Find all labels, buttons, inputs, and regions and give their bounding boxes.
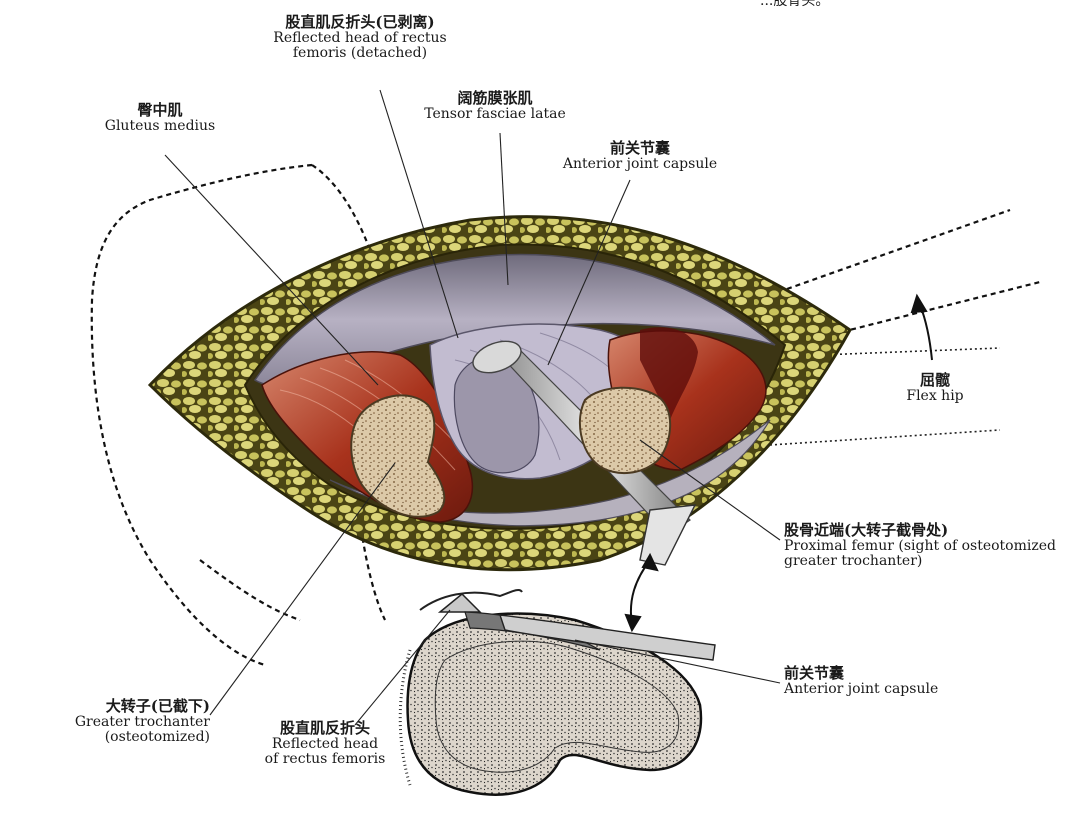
label-zh: 前关节囊 <box>784 664 845 682</box>
label-proximal-femur: 股骨近端(大转子截骨处) Proximal femur (sight of os… <box>784 522 1056 570</box>
label-en-1: Flex hip <box>906 387 964 404</box>
leader-tensor-fasciae <box>499 132 509 286</box>
label-en-1: Anterior joint capsule <box>562 155 718 172</box>
label-zh: 股直肌反折头(已剥离) <box>285 13 435 31</box>
label-en-1: Reflected head of rectus <box>273 29 447 46</box>
acetabulum-rim <box>419 588 523 611</box>
double-arrow <box>624 552 659 633</box>
leader-greater-trochanter <box>209 462 396 716</box>
label-en-2: of rectus femoris <box>264 751 386 768</box>
reflected-head-wedge <box>437 592 482 613</box>
label-en-2: greater trochanter) <box>784 553 923 570</box>
label-anterior-capsule-bottom: 前关节囊 Anterior joint capsule <box>784 665 938 697</box>
thigh-dotted-line-1 <box>819 347 1001 356</box>
label-zh: 屈髋 <box>919 371 950 389</box>
leader-anterior-capsule-top <box>547 179 631 366</box>
greater-trochanter-bone-section <box>350 394 446 518</box>
cross-section-inner <box>434 640 680 773</box>
label-greater-trochanter: 大转子(已截下) Greater trochanter (osteotomize… <box>40 698 210 746</box>
flex-hip-arrow <box>910 293 933 361</box>
label-tensor-fasciae: 阔筋膜张肌 Tensor fasciae latae <box>405 90 585 122</box>
label-zh: 阔筋膜张肌 <box>457 89 533 107</box>
label-en-1: Reflected head <box>271 735 379 752</box>
label-en-1: Anterior joint capsule <box>784 680 939 697</box>
pelvis-dashed-outline <box>90 163 313 667</box>
thigh-dashed-line-lower <box>789 280 1041 347</box>
retractor-tip <box>472 340 522 374</box>
thigh-dotted-line-2 <box>769 429 1001 446</box>
right-muscle-dark-edge <box>640 327 698 420</box>
label-en-1: Tensor fasciae latae <box>424 105 566 122</box>
label-zh: 股骨近端(大转子截骨处) <box>784 521 949 539</box>
label-flex-hip: 屈髋 Flex hip <box>895 372 975 404</box>
femur-dashed-outline <box>199 559 301 622</box>
label-en-2: femoris (detached) <box>292 45 428 62</box>
retractor-section <box>498 614 716 661</box>
label-en-1: Gluteus medius <box>104 117 216 134</box>
label-gluteus-medius: 臀中肌 Gluteus medius <box>85 102 235 134</box>
label-en-1: Greater trochanter <box>74 713 210 730</box>
leader-anterior-capsule-bottom <box>574 639 781 684</box>
dotted-outlines <box>769 347 1001 446</box>
leader-lines <box>164 89 781 726</box>
label-zh: 臀中肌 <box>137 101 183 119</box>
thigh-dashed-line-upper <box>769 208 1011 297</box>
label-zh: 大转子(已截下) <box>105 697 210 715</box>
leader-proximal-femur <box>639 439 781 541</box>
label-rectus-reflected-bottom: 股直肌反折头 Reflected head of rectus femoris <box>245 720 405 768</box>
leader-gluteus-medius <box>164 154 379 386</box>
proximal-femur-osteotomy-surface <box>578 386 672 475</box>
iliac-dashed-outline <box>311 164 372 251</box>
leader-rectus-reflected-bottom <box>354 609 451 726</box>
label-anterior-capsule-top: 前关节囊 Anterior joint capsule <box>555 140 725 172</box>
leader-rectus-reflected-top <box>379 89 459 339</box>
label-zh: 股直肌反折头 <box>279 719 370 737</box>
top-text-fragment: ...股骨头。 <box>760 0 830 9</box>
femur-cross-section <box>398 588 716 796</box>
label-en-2: (osteotomized) <box>104 729 210 746</box>
label-zh: 前关节囊 <box>609 139 670 157</box>
retractor-handle <box>639 504 697 566</box>
label-en-1: Proximal femur (sight of osteotomized <box>784 537 1056 554</box>
label-rectus-reflected-top: 股直肌反折头(已剥离) Reflected head of rectus fem… <box>250 14 470 62</box>
